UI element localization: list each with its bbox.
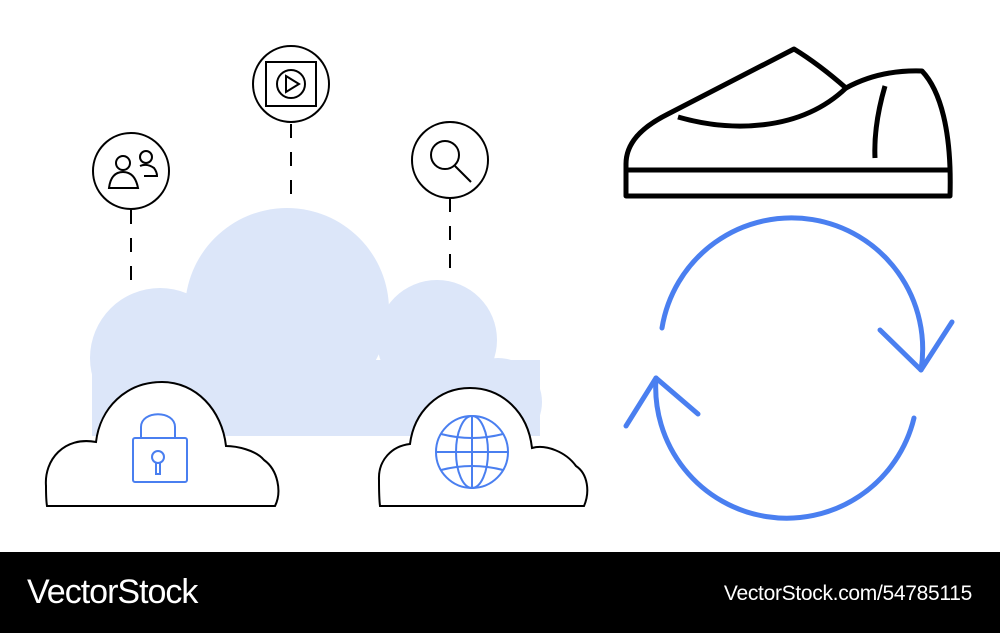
stock-id-link[interactable]: VectorStock.com/54785115 xyxy=(723,582,972,605)
sneaker-icon xyxy=(623,46,953,199)
search-icon xyxy=(411,121,489,199)
illustration xyxy=(44,45,955,521)
globe-cloud-icon xyxy=(377,386,589,507)
users-icon xyxy=(92,132,170,210)
dashed-connectors xyxy=(130,124,451,292)
lock-cloud-icon xyxy=(44,380,280,507)
refresh-icon xyxy=(623,215,955,521)
footer-bar: VectorStock VectorStock.com/54785115 xyxy=(0,552,1000,633)
video-play-icon xyxy=(252,45,330,123)
brand-logo: VectorStock xyxy=(27,573,198,611)
lock-icon xyxy=(132,413,188,483)
globe-icon xyxy=(435,415,509,489)
